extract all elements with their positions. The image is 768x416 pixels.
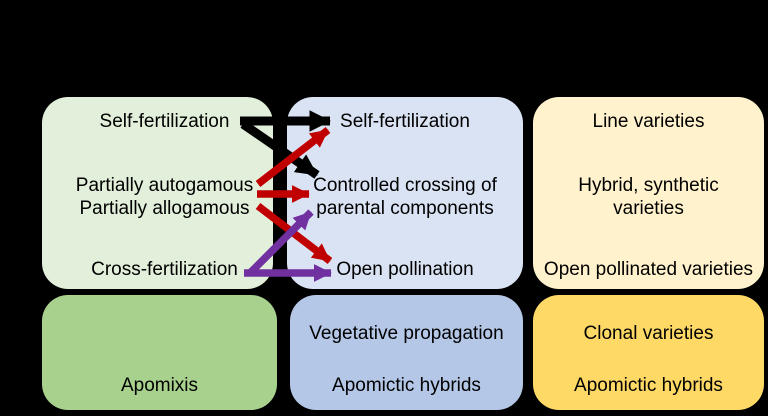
apomictic-hybrids-label: Apomictic hybrids <box>332 375 481 396</box>
partially-allogamous-label: Partially allogamous <box>79 198 250 219</box>
self-fertilization-breeding-label: Self-fertilization <box>340 111 470 132</box>
controlled-crossing-label-line1: Controlled crossing of <box>313 175 497 196</box>
breeding-system-box: Self-fertilization Controlled crossing o… <box>287 97 523 289</box>
open-pollination-label: Open pollination <box>336 259 474 280</box>
apomixis-box: Apomixis <box>42 295 277 410</box>
apomictic-hybrids-label: Apomictic hybrids <box>574 375 723 396</box>
apomixis-label: Apomixis <box>120 375 199 396</box>
line-varieties-label: Line varieties <box>592 111 705 132</box>
self-fertilization-label: Self-fertilization <box>99 111 230 132</box>
hybrid-synthetic-label-line1: Hybrid, synthetic <box>578 175 719 196</box>
partially-autogamous-label: Partially autogamous <box>75 175 254 196</box>
controlled-crossing-label-line2: parental components <box>316 198 494 219</box>
natural-mating-system-box: Self-fertilization Partially autogamous … <box>42 97 273 289</box>
clonal-varieties-label: Clonal varieties <box>583 323 714 344</box>
vegetative-propagation-label: Vegetative propagation <box>309 323 504 344</box>
cross-fertilization-label: Cross-fertilization <box>91 259 238 280</box>
hybrid-synthetic-label-line2: varieties <box>613 198 684 219</box>
vegetative-propagation-box: Vegetative propagation Apomictic hybrids <box>290 295 523 410</box>
open-pollinated-varieties-label: Open pollinated varieties <box>543 259 754 280</box>
variety-types-box: Line varieties Hybrid, synthetic varieti… <box>533 97 764 289</box>
clonal-varieties-box: Clonal varieties Apomictic hybrids <box>533 295 764 410</box>
